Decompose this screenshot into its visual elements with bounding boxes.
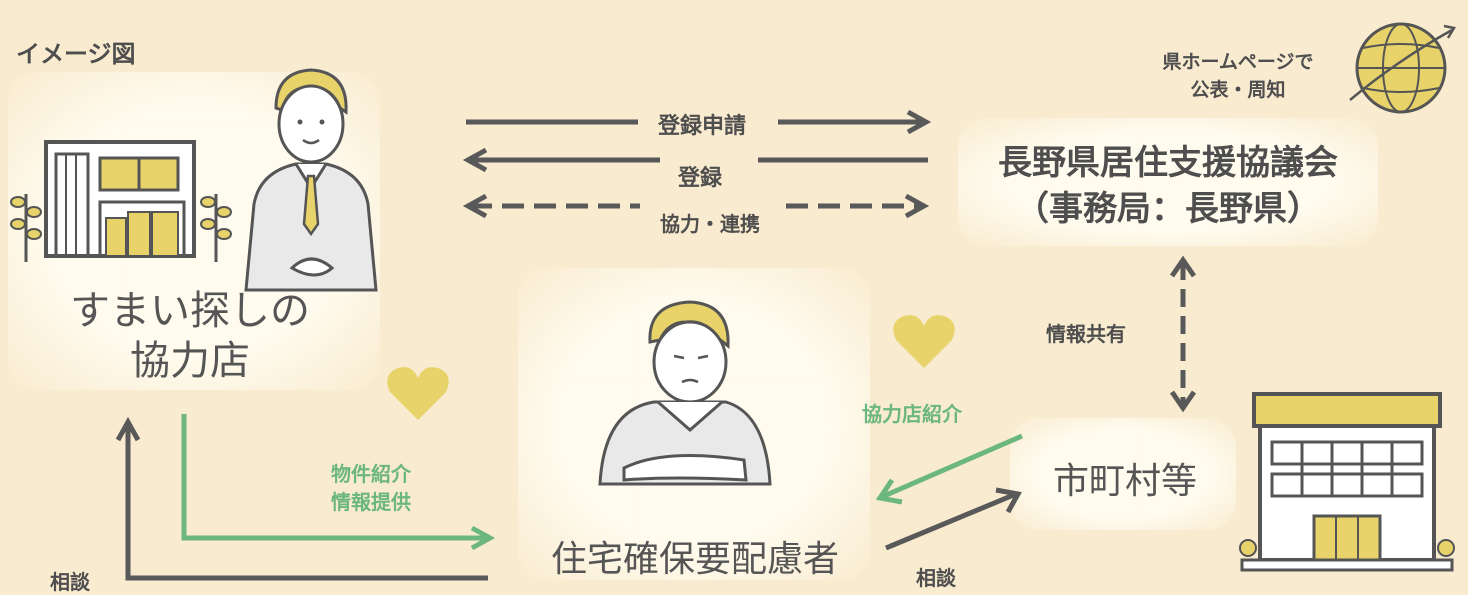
building-icon [44, 140, 196, 258]
worried-person-icon [598, 300, 772, 486]
publish-note: 県ホームページで 公表・周知 [1126, 48, 1350, 104]
consult-left-arrow [115, 416, 488, 581]
registration-arrow [462, 147, 928, 173]
municipal-office-icon [1239, 392, 1455, 572]
registration-label: 登録 [677, 166, 722, 191]
publish-note-line1: 県ホームページで [1162, 51, 1314, 73]
property-intro-label: 物件紹介 情報提供 [296, 460, 446, 516]
info-sharing-arrow [1169, 255, 1197, 413]
cooperation-arrow [462, 193, 930, 219]
businessman-icon [244, 68, 378, 292]
partner-store-label-line1: すまい探しの [70, 288, 310, 334]
heart-icon [893, 315, 955, 368]
property-intro-line1: 物件紹介 [331, 462, 411, 486]
plant-icon [200, 194, 232, 262]
partner-store-label-line2: 協力店 [130, 338, 250, 384]
council-label-line1: 長野県居住支援協議会 [998, 143, 1338, 183]
council-label-line2: （事務局：長野県） [1015, 189, 1321, 229]
property-intro-line2: 情報提供 [331, 490, 411, 514]
property-intro-arrow [181, 414, 496, 551]
diagram-title: イメージ図 [16, 40, 136, 68]
partner-store-label: すまい探しの 協力店 [20, 286, 360, 386]
resident-label: 住宅確保要配慮者 [550, 539, 839, 580]
publish-note-line2: 公表・周知 [1190, 79, 1286, 101]
consult-right-label: 相談 [916, 566, 956, 590]
municipality-label: 市町村等 [1052, 461, 1197, 502]
plant-icon [10, 194, 42, 262]
heart-icon [387, 367, 449, 420]
store-introduction-arrow [875, 433, 1023, 505]
municipality-backdrop [1010, 418, 1236, 530]
cooperation-label: 協力・連携 [660, 212, 760, 236]
registration-application-arrow [466, 109, 932, 135]
consult-left-label: 相談 [50, 570, 90, 594]
council-backdrop [958, 118, 1378, 246]
registration-application-label: 登録申請 [657, 114, 746, 139]
store-introduction-label: 協力店紹介 [862, 402, 962, 426]
council-label: 長野県居住支援協議会 （事務局：長野県） [958, 140, 1378, 232]
globe-icon [1349, 22, 1456, 114]
info-sharing-label: 情報共有 [1046, 322, 1126, 346]
consult-right-arrow [885, 487, 1022, 551]
